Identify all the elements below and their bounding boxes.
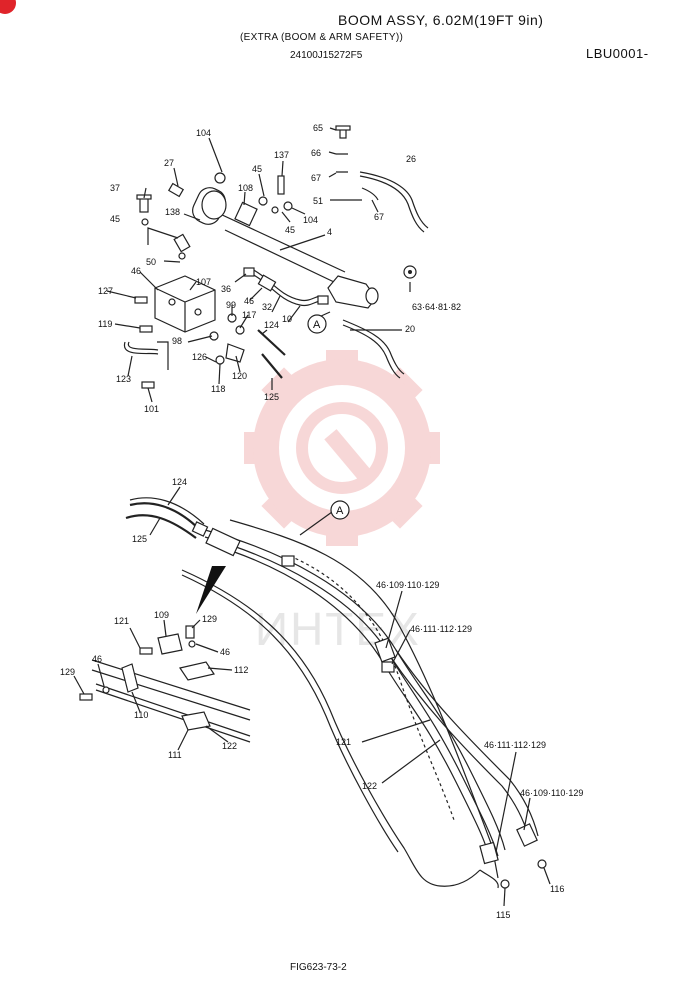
part-label: 127 <box>98 286 113 296</box>
part-label: 138 <box>165 207 180 217</box>
corner-badge <box>0 0 16 14</box>
svg-text:A: A <box>313 319 321 331</box>
page-id: LBU0001- <box>586 46 649 61</box>
part-label: 107 <box>196 277 211 287</box>
part-label: 45 <box>252 164 262 174</box>
diagram-subtitle: (EXTRA (BOOM & ARM SAFETY)) <box>240 32 404 43</box>
part-number-labels: 104 27 45 137 65 66 67 26 37 108 51 67 4… <box>60 123 583 920</box>
diagram-title: BOOM ASSY, 6.02M(19FT 9in) <box>338 12 544 28</box>
lower-leader-lines <box>149 486 551 907</box>
part-label: 20 <box>405 324 415 334</box>
part-label: 124 <box>264 320 279 330</box>
part-label: 66 <box>311 148 321 158</box>
part-label: 46 <box>244 296 254 306</box>
part-label: 122 <box>362 781 377 791</box>
safety-valve-cylinder-assembly <box>124 125 429 389</box>
part-label: 98 <box>172 336 182 346</box>
part-label: 46·109·110·129 <box>520 788 583 798</box>
part-label: 46 <box>131 266 141 276</box>
part-label: 65 <box>313 123 323 133</box>
part-label: 137 <box>274 150 289 160</box>
part-label: 119 <box>98 319 112 329</box>
part-label: 63·64·81·82 <box>412 302 461 312</box>
part-label: 121 <box>336 737 351 747</box>
svg-text:A: A <box>336 505 344 517</box>
part-label: 32 <box>262 302 272 312</box>
part-label: 46 <box>220 647 230 657</box>
part-label: 111 <box>168 750 182 760</box>
upper-leader-lines <box>106 127 411 403</box>
part-label: 46·111·112·129 <box>410 624 472 634</box>
part-label: 116 <box>550 884 564 894</box>
part-label: 51 <box>313 196 323 206</box>
part-label: 104 <box>196 128 211 138</box>
figure-id: FIG623-73-2 <box>290 962 347 973</box>
part-label: 45 <box>110 214 120 224</box>
part-label: 37 <box>110 183 120 193</box>
part-label: 124 <box>172 477 187 487</box>
part-label: 45 <box>285 225 295 235</box>
part-label: 123 <box>116 374 131 384</box>
part-label: 108 <box>238 183 253 193</box>
part-label: 129 <box>60 667 75 677</box>
part-label: 126 <box>192 352 207 362</box>
part-label: 26 <box>406 154 416 164</box>
part-label: 121 <box>114 616 129 626</box>
boom-arm-assembly <box>125 497 547 889</box>
part-label: 129 <box>202 614 217 624</box>
part-label: 110 <box>134 710 148 720</box>
part-label: 109 <box>154 610 169 620</box>
part-label: 46·111·112·129 <box>484 740 546 750</box>
part-label: 67 <box>311 173 321 183</box>
part-label: 36 <box>221 284 231 294</box>
part-label: 118 <box>211 384 225 394</box>
part-label: 125 <box>264 392 279 402</box>
watermark-gear-icon <box>244 350 440 546</box>
part-label: 112 <box>234 665 248 675</box>
part-label: 10 <box>282 314 292 324</box>
part-label: 120 <box>232 371 247 381</box>
clamp-detail-view <box>73 619 251 751</box>
part-label: 104 <box>303 215 318 225</box>
part-code: 24100J15272F5 <box>290 50 363 61</box>
callout-a-lower: A <box>330 500 350 520</box>
part-label: 99 <box>226 300 236 310</box>
part-label: 50 <box>146 257 156 267</box>
part-label: 115 <box>496 910 510 920</box>
part-label: 46 <box>92 654 102 664</box>
part-label: 67 <box>374 212 384 222</box>
part-label: 122 <box>222 741 237 751</box>
part-label: 27 <box>164 158 174 168</box>
part-label: 117 <box>242 310 256 320</box>
part-label: 125 <box>132 534 147 544</box>
part-label: 4 <box>327 227 332 237</box>
part-label: 46·109·110·129 <box>376 580 439 590</box>
part-label: 101 <box>144 404 159 414</box>
callout-a-upper: A <box>307 314 327 334</box>
